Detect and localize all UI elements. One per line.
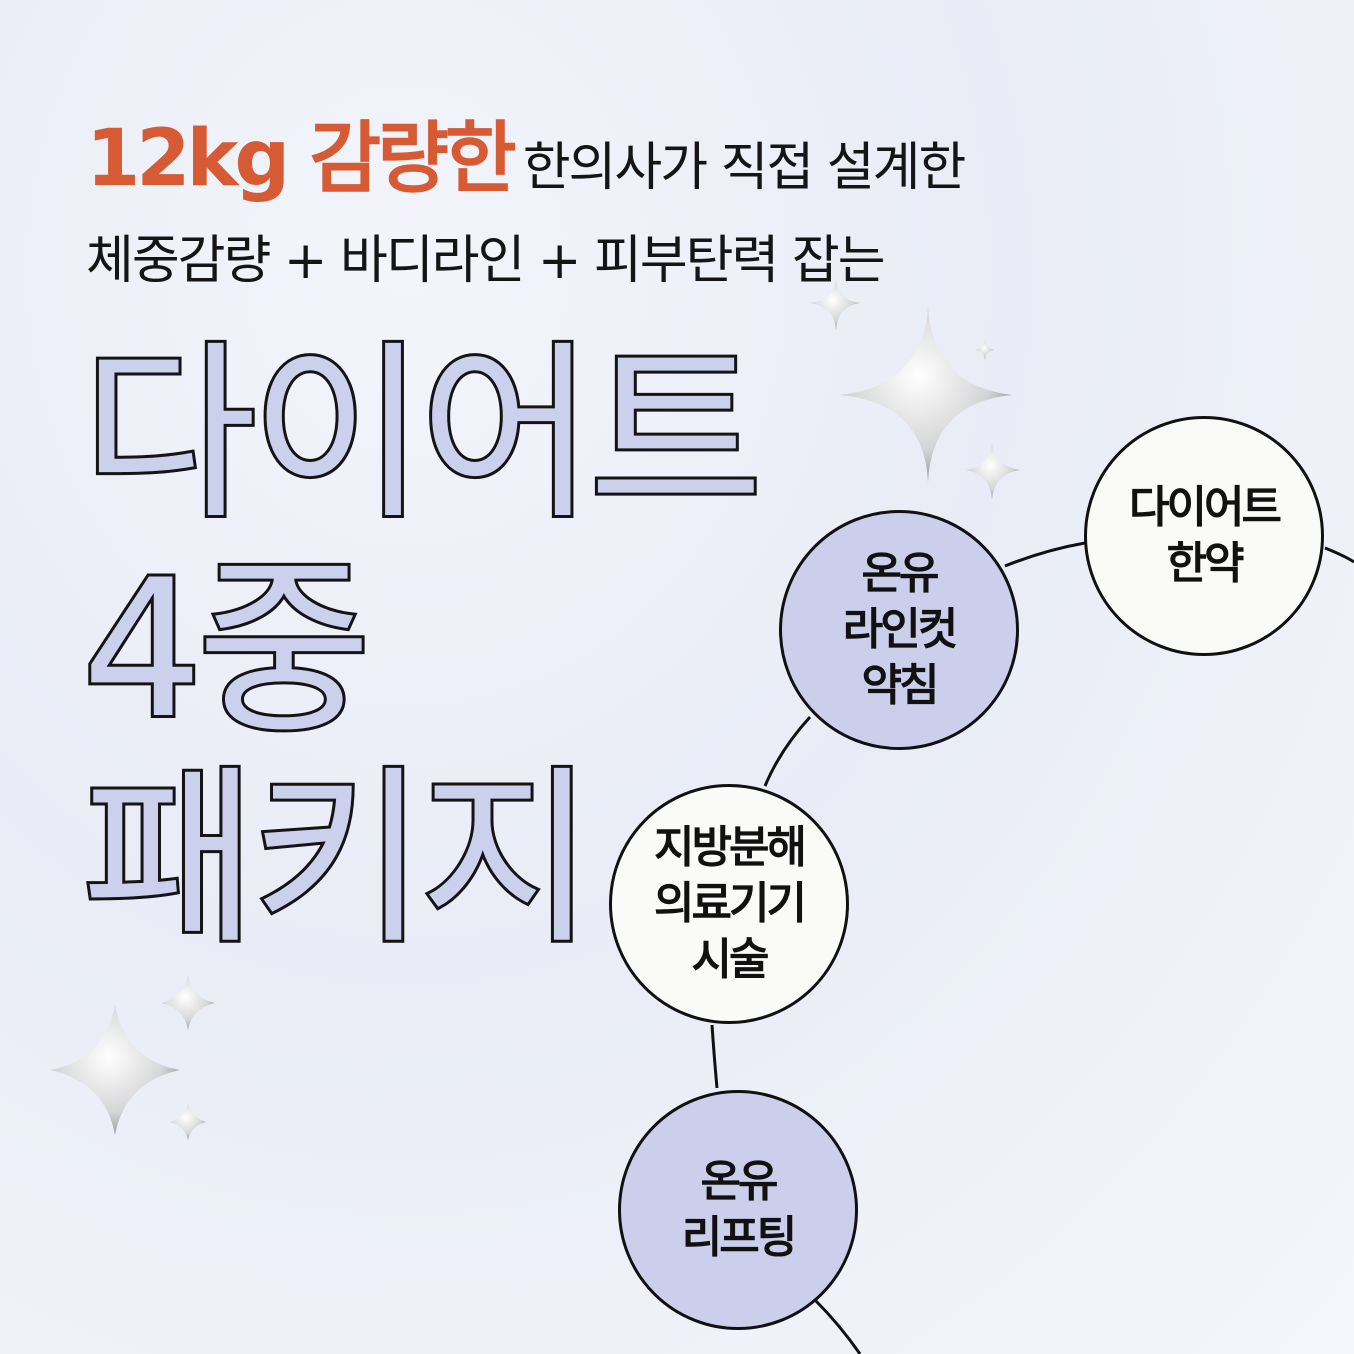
title-line-1: 다이어트 [79,324,766,545]
node-line: 라인컷 [842,604,958,655]
node-onyu-linecut-acupuncture: 온유 라인컷 약침 [779,510,1019,750]
sparkle-cluster-top-icon [810,280,1020,500]
node-line: 다이어트 [1129,482,1282,533]
title-line-3: 패키지 [79,749,597,970]
node-onyu-lifting: 온유 리프팅 [618,1090,858,1330]
node-line: 온유 [861,548,940,599]
headline-accent: 12kg 감량한 [86,114,517,204]
headline-line-2: 체중감량 + 바디라인 + 피부탄력 잡는 [86,231,886,291]
node-line: 약침 [861,660,940,711]
node-line: 시술 [691,934,770,985]
node-diet-herbal-medicine: 다이어트 한약 [1084,416,1324,656]
node-line: 리프팅 [681,1212,797,1263]
node-line: 지방분해 [654,822,807,873]
headline-rest: 한의사가 직접 설계한 [522,138,967,198]
node-line: 온유 [700,1156,779,1207]
sparkle-cluster-bottom-icon [50,975,215,1140]
node-line: 의료기기 [654,878,807,929]
node-fat-dissolving-device: 지방분해 의료기기 시술 [609,784,849,1024]
title-line-2: 4중 [79,539,375,760]
node-line: 한약 [1166,538,1245,589]
